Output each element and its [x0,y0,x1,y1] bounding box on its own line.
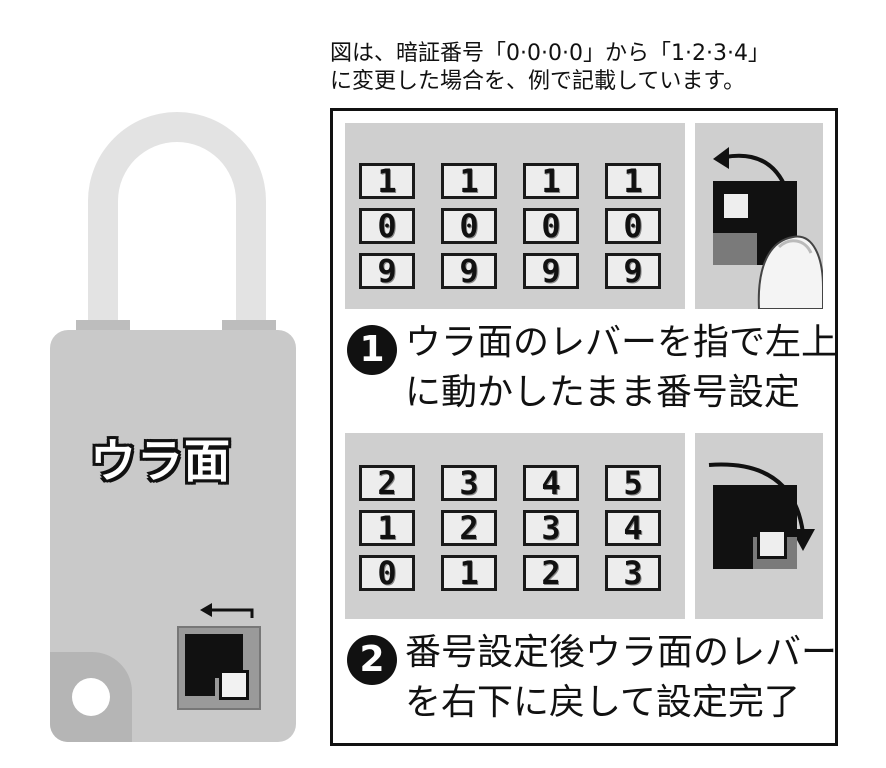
lever-box [713,485,797,569]
step-2-badge: 2 [347,635,397,685]
caption-line-2: に変更した場合を、例で記載しています。 [330,69,746,94]
caption-line-1: 図は、暗証番号「0·0·0·0」から「1·2·3·4」 [330,41,770,66]
lock-back-label: ウラ面 [90,434,231,488]
dial-digit: 0 [523,208,579,244]
lever-illustration-step-1 [695,123,823,309]
dial-digit: 4 [523,465,579,501]
lock-hole [72,678,110,716]
dial-digit: 1 [359,163,415,199]
dial-digit: 0 [605,208,661,244]
dial-digit: 3 [523,510,579,546]
lever-black-part [713,485,753,569]
dial-digit: 4 [605,510,661,546]
padlock-body: ウラ面 [50,330,296,742]
lock-lever[interactable] [177,626,261,710]
lever-black-part [185,634,215,696]
dial-digit: 1 [359,510,415,546]
lever-white-knob [219,670,249,700]
dial-digit: 0 [359,555,415,591]
dial-digit: 3 [441,465,497,501]
dial-digit: 5 [605,465,661,501]
instruction-panel: 1 0 9 1 0 9 1 0 9 1 0 9 [330,108,838,746]
dial-digit: 0 [441,208,497,244]
dial-digit: 9 [523,253,579,289]
caption: 図は、暗証番号「0·0·0·0」から「1·2·3·4」 に変更した場合を、例で記… [330,40,850,96]
step-1-line-1: ウラ面のレバーを指で左上 [405,322,838,363]
dial-digit: 9 [605,253,661,289]
dial-digit: 2 [523,555,579,591]
lever-illustration-step-2 [695,433,823,619]
step-1-line-2: に動かしたまま番号設定 [405,372,800,413]
dial-digit: 1 [441,555,497,591]
dial-digit: 1 [605,163,661,199]
dial-digit: 9 [359,253,415,289]
lever-white-knob [721,191,751,221]
arrow-left-icon [200,603,254,618]
step-1-badge: 1 [347,325,397,375]
dial-box-step-2: 2 1 0 3 2 1 4 3 2 5 4 3 [345,433,685,619]
finger-icon [757,235,823,309]
dial-digit: 2 [441,510,497,546]
dial-box-step-1: 1 0 9 1 0 9 1 0 9 1 0 9 [345,123,685,309]
step-2-line-1: 番号設定後ウラ面のレバー [405,632,838,673]
step-2-line-2: を右下に戻して設定完了 [405,682,800,723]
dial-digit: 1 [441,163,497,199]
dial-digit: 3 [605,555,661,591]
lever-white-knob [757,529,787,559]
dial-digit: 9 [441,253,497,289]
lever-box [713,181,797,265]
dial-digit: 0 [359,208,415,244]
arrow-right-down-icon [708,462,815,551]
dial-digit: 2 [359,465,415,501]
dial-digit: 1 [523,163,579,199]
